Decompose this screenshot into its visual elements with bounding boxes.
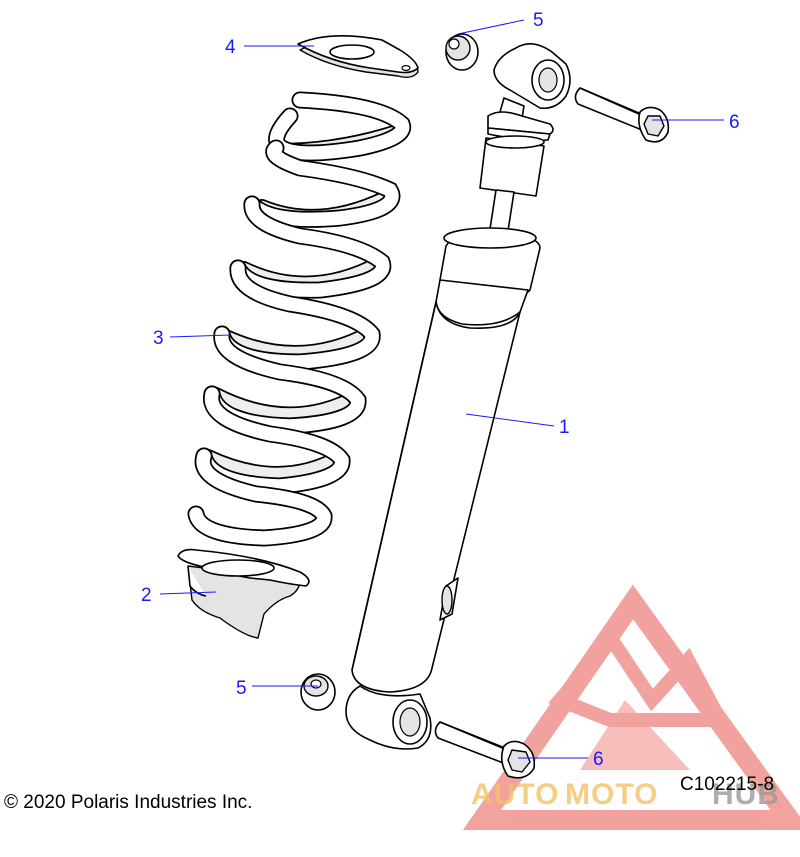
callout-1-label: 1: [559, 417, 570, 438]
callout-4: 4: [225, 37, 314, 58]
bolt-bottom: [434, 721, 536, 779]
callout-6-top-label: 6: [729, 112, 740, 133]
callout-3: 3: [153, 328, 231, 349]
copyright-text: © 2020 Polaris Industries Inc.: [4, 792, 252, 813]
watermark-text: AUTO MOTO HUB: [471, 778, 780, 811]
watermark-logo: [462, 584, 800, 830]
callout-5-top-label: 5: [533, 10, 544, 31]
callout-6-bottom: 6: [518, 749, 604, 770]
callout-2-label: 2: [141, 585, 152, 606]
watermark-auto: AUTO: [471, 778, 559, 811]
callout-6-top: 6: [652, 112, 740, 133]
bushing-bottom: [300, 673, 336, 711]
callout-4-label: 4: [225, 37, 236, 58]
callout-3-label: 3: [153, 328, 164, 349]
callout-2: 2: [141, 585, 217, 606]
drawing-id: C102215-8: [680, 774, 774, 795]
callout-5-top: 5: [457, 10, 544, 35]
callout-1: 1: [465, 413, 570, 438]
watermark-hub: HUB: [712, 778, 780, 811]
lower-spring-seat: [177, 548, 310, 639]
watermark-moto: MOTO: [565, 778, 658, 811]
callout-5-bottom-label: 5: [236, 678, 247, 699]
bolt-top: [574, 87, 670, 143]
spring-front-strands: [187, 91, 412, 547]
callout-6-bottom-label: 6: [593, 749, 604, 770]
shock-absorber: [345, 43, 571, 750]
callout-5-bottom: 5: [236, 678, 318, 699]
bushing-top: [445, 33, 479, 71]
coil-spring: [187, 91, 412, 547]
upper-spring-retainer: [297, 35, 419, 79]
